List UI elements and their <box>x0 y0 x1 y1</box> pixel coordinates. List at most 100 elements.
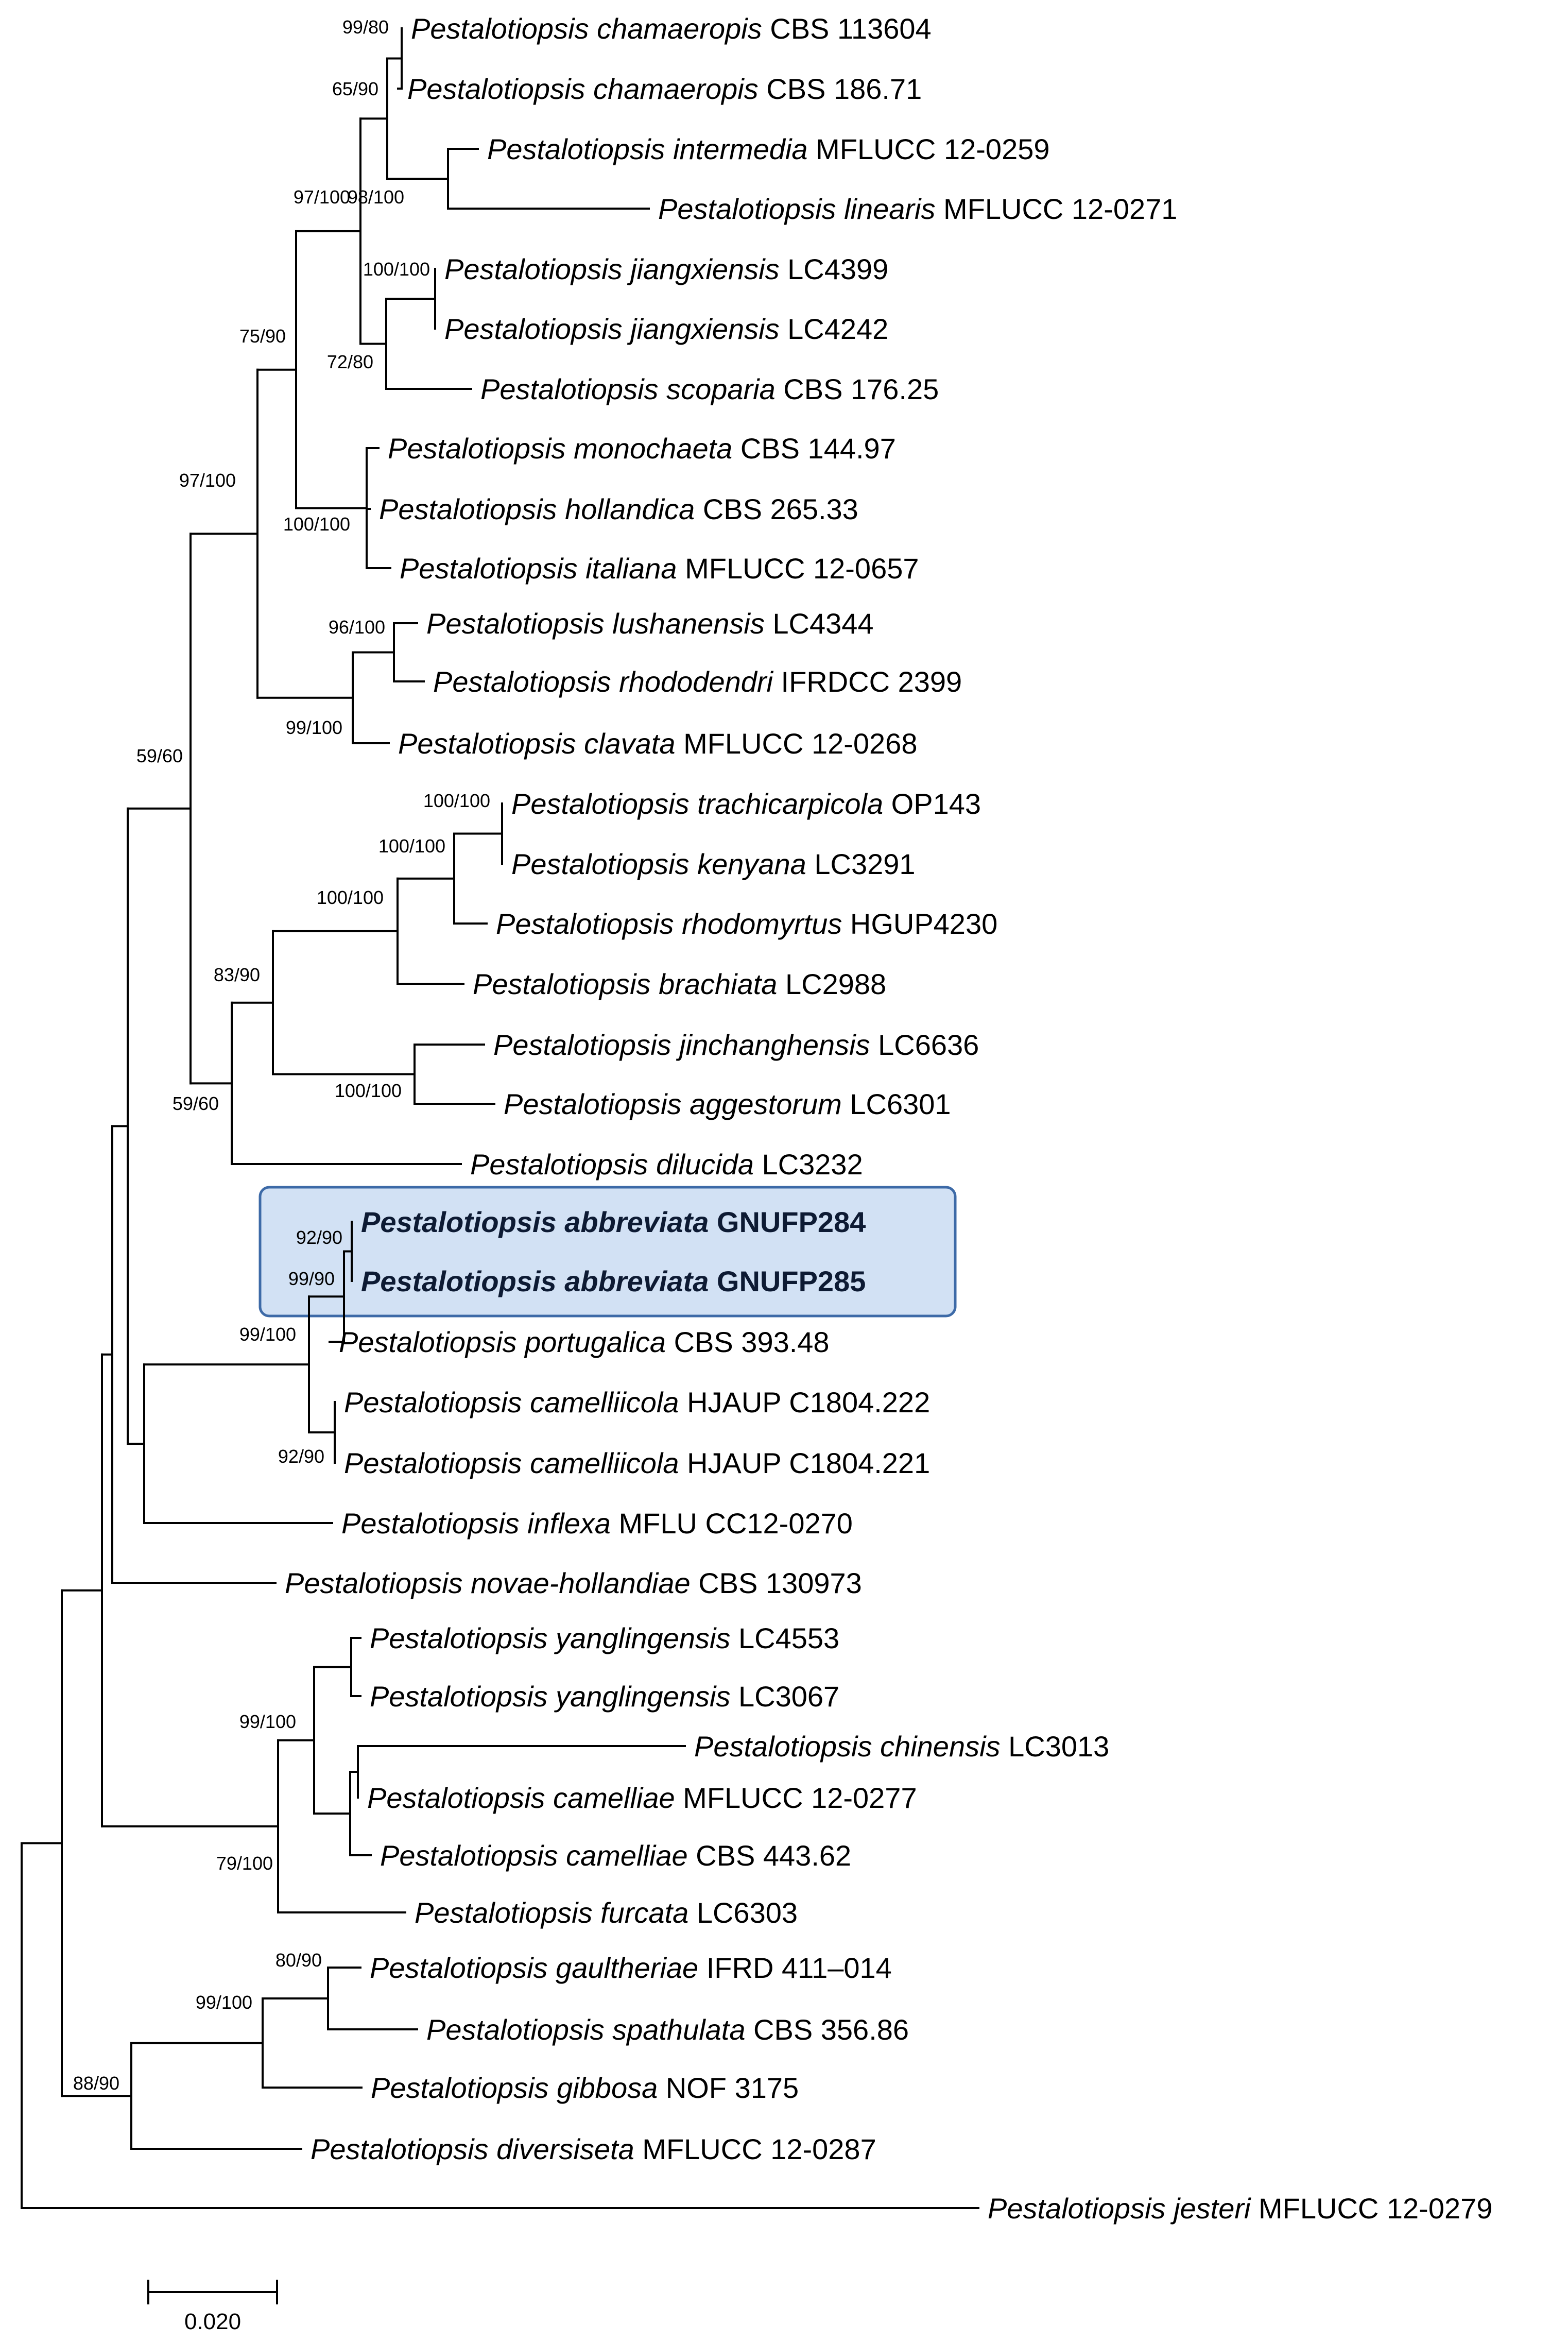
support-value: 88/90 <box>73 2073 119 2094</box>
strain-id: LC6636 <box>870 1029 979 1061</box>
highlight-box <box>259 1186 957 1318</box>
strain-id: LC6301 <box>842 1088 951 1120</box>
support-value: 99/100 <box>239 1711 296 1732</box>
taxon-name: Pestalotiopsis diversiseta <box>311 2133 634 2165</box>
support-value: 100/100 <box>283 514 350 535</box>
taxon-name: Pestalotiopsis camelliae <box>367 1782 675 1814</box>
strain-id: HGUP4230 <box>842 908 997 940</box>
taxon-label: Pestalotiopsis gibbosa NOF 3175 <box>371 2072 799 2104</box>
taxon-name: Pestalotiopsis lushanensis <box>426 607 765 640</box>
taxon-name: Pestalotiopsis chinensis <box>694 1730 1001 1763</box>
support-value: 98/100 <box>348 186 404 208</box>
taxon-label: Pestalotiopsis hollandica CBS 265.33 <box>379 493 858 525</box>
taxon-label: Pestalotiopsis camelliae MFLUCC 12-0277 <box>367 1782 917 1814</box>
strain-id: LC4242 <box>780 313 889 345</box>
support-value: 83/90 <box>214 964 260 985</box>
taxon-label: Pestalotiopsis jinchanghensis LC6636 <box>493 1029 979 1061</box>
taxon-label: Pestalotiopsis scoparia CBS 176.25 <box>480 373 939 405</box>
strain-id: HJAUP C1804.222 <box>679 1386 931 1418</box>
taxon-label: Pestalotiopsis camelliicola HJAUP C1804.… <box>344 1386 930 1418</box>
taxon-label: Pestalotiopsis dilucida LC3232 <box>470 1148 863 1181</box>
taxon-name: Pestalotiopsis monochaeta <box>388 432 732 465</box>
taxon-name: Pestalotiopsis clavata <box>398 727 676 760</box>
taxon-label: Pestalotiopsis portugalica CBS 393.48 <box>339 1326 830 1358</box>
strain-id: MFLUCC 12-0657 <box>677 552 919 585</box>
taxon-name: Pestalotiopsis furcata <box>415 1896 688 1929</box>
support-value: 59/60 <box>136 745 183 766</box>
taxon-label: Pestalotiopsis inflexa MFLU CC12-0270 <box>341 1507 853 1540</box>
taxon-name: Pestalotiopsis brachiata <box>473 968 777 1000</box>
strain-id: CBS 113604 <box>762 12 932 45</box>
taxon-label: Pestalotiopsis camelliae CBS 443.62 <box>380 1839 851 1872</box>
support-value: 100/100 <box>317 887 384 908</box>
support-value: 96/100 <box>329 617 385 638</box>
support-value: 92/90 <box>278 1446 324 1467</box>
support-value: 99/90 <box>288 1268 335 1289</box>
taxon-label: Pestalotiopsis rhodomyrtus HGUP4230 <box>496 908 997 940</box>
strain-id: LC3067 <box>730 1680 839 1713</box>
support-value: 75/90 <box>239 326 286 347</box>
strain-id: MFLUCC 12-0277 <box>675 1782 917 1814</box>
taxon-name: Pestalotiopsis linearis <box>658 193 935 225</box>
taxon-name: Pestalotiopsis abbreviata <box>361 1206 709 1238</box>
strain-id: LC4553 <box>730 1622 839 1654</box>
taxon-label: Pestalotiopsis trachicarpicola OP143 <box>511 788 981 820</box>
taxon-label: Pestalotiopsis clavata MFLUCC 12-0268 <box>398 727 917 760</box>
taxon-name: Pestalotiopsis hollandica <box>379 493 695 525</box>
strain-id: CBS 186.71 <box>759 73 922 105</box>
taxon-label: Pestalotiopsis jiangxiensis LC4242 <box>444 313 888 345</box>
taxon-label: Pestalotiopsis aggestorum LC6301 <box>504 1088 951 1120</box>
taxon-name: Pestalotiopsis yanglingensis <box>370 1622 730 1654</box>
support-value: 97/100 <box>179 470 236 491</box>
strain-id: CBS 265.33 <box>695 493 858 525</box>
support-value: 99/100 <box>286 717 342 738</box>
strain-id: MFLUCC 12-0279 <box>1250 2192 1492 2225</box>
strain-id: MFLUCC 12-0287 <box>634 2133 876 2165</box>
support-value: 99/80 <box>342 16 389 38</box>
taxon-name: Pestalotiopsis inflexa <box>341 1507 611 1540</box>
strain-id: CBS 356.86 <box>746 2013 909 2046</box>
strain-id: CBS 130973 <box>691 1567 862 1599</box>
taxon-label: Pestalotiopsis monochaeta CBS 144.97 <box>388 432 896 465</box>
taxon-name: Pestalotiopsis camelliae <box>380 1839 688 1872</box>
strain-id: LC4344 <box>765 607 874 640</box>
taxon-label: Pestalotiopsis italiana MFLUCC 12-0657 <box>400 552 919 585</box>
support-value: 99/100 <box>239 1324 296 1345</box>
support-value: 97/100 <box>294 186 350 208</box>
strain-id: CBS 176.25 <box>776 373 939 405</box>
strain-id: CBS 393.48 <box>666 1326 830 1358</box>
taxon-name: Pestalotiopsis scoparia <box>480 373 776 405</box>
taxon-label: Pestalotiopsis camelliicola HJAUP C1804.… <box>344 1447 930 1479</box>
strain-id: LC3232 <box>754 1148 863 1181</box>
taxon-name: Pestalotiopsis jinchanghensis <box>493 1029 870 1061</box>
taxon-name: Pestalotiopsis spathulata <box>426 2013 746 2046</box>
taxon-name: Pestalotiopsis rhodomyrtus <box>496 908 842 940</box>
taxon-name: Pestalotiopsis italiana <box>400 552 677 585</box>
taxon-label: Pestalotiopsis linearis MFLUCC 12-0271 <box>658 193 1177 225</box>
taxon-name: Pestalotiopsis aggestorum <box>504 1088 842 1120</box>
taxon-name: Pestalotiopsis dilucida <box>470 1148 754 1181</box>
taxon-name: Pestalotiopsis gaultheriae <box>370 1952 698 1984</box>
taxon-label: Pestalotiopsis furcata LC6303 <box>415 1896 798 1929</box>
strain-id: GNUFP285 <box>709 1265 866 1297</box>
taxon-label: Pestalotiopsis novae-hollandiae CBS 1309… <box>285 1567 862 1599</box>
taxon-name: Pestalotiopsis intermedia <box>487 133 808 165</box>
taxon-label: Pestalotiopsis spathulata CBS 356.86 <box>426 2013 909 2046</box>
support-value: 59/60 <box>173 1093 219 1114</box>
strain-id: LC4399 <box>780 253 889 285</box>
scale-bar-label: 0.020 <box>184 2309 241 2334</box>
taxon-label: Pestalotiopsis abbreviata GNUFP285 <box>361 1265 866 1297</box>
taxon-label: Pestalotiopsis gaultheriae IFRD 411–014 <box>370 1952 892 1984</box>
taxon-name: Pestalotiopsis rhododendri <box>433 665 774 698</box>
taxon-name: Pestalotiopsis jiangxiensis <box>444 253 780 285</box>
taxon-label: Pestalotiopsis diversiseta MFLUCC 12-028… <box>311 2133 876 2165</box>
taxon-name: Pestalotiopsis jesteri <box>988 2192 1251 2225</box>
support-value: 100/100 <box>363 259 430 280</box>
taxon-name: Pestalotiopsis camelliicola <box>344 1447 679 1479</box>
strain-id: IFRDCC 2399 <box>773 665 962 698</box>
strain-id: LC2988 <box>777 968 886 1000</box>
taxon-label: Pestalotiopsis rhododendri IFRDCC 2399 <box>433 665 962 698</box>
taxon-name: Pestalotiopsis gibbosa <box>371 2072 658 2104</box>
taxon-label: Pestalotiopsis chamaeropis CBS 113604 <box>411 12 932 45</box>
support-value: 100/100 <box>378 835 445 857</box>
